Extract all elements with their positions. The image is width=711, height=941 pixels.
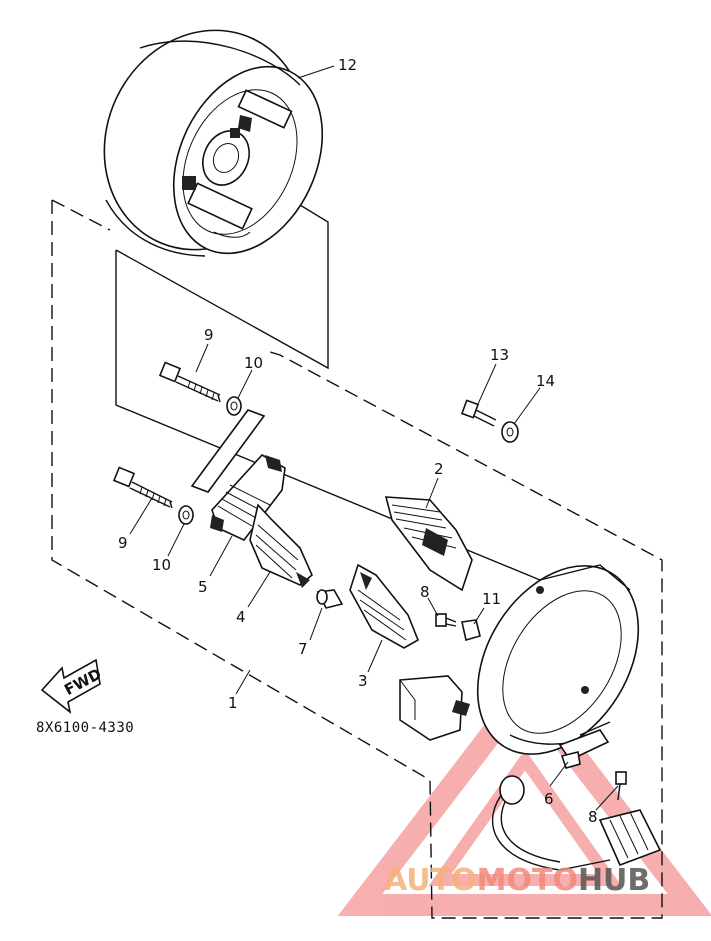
callout-5: 5 [198, 578, 208, 596]
callout-1: 1 [228, 694, 238, 712]
pulser-coil-part-5 [190, 409, 286, 541]
bolt-part-9-upper [158, 361, 221, 403]
callout-12: 12 [338, 56, 357, 74]
callout-9-lower: 9 [118, 534, 128, 552]
callout-10-lower: 10 [152, 556, 171, 574]
assembly-boundary [51, 200, 663, 919]
callout-10-upper: 10 [244, 354, 263, 372]
forward-arrow-icon: FWD [40, 658, 104, 714]
callout-11: 11 [482, 590, 501, 608]
group-bracket-12-side [115, 204, 329, 370]
callout-4: 4 [236, 608, 246, 626]
watermark-moto: MOTO [477, 863, 578, 898]
watermark-hub: HUB [578, 863, 650, 898]
callout-7: 7 [298, 640, 308, 658]
callout-8-lower: 8 [588, 808, 598, 826]
pickup-coil-part-4 [249, 503, 313, 588]
screw-part-8-upper [435, 613, 457, 627]
callout-13: 13 [490, 346, 509, 364]
screw-part-8-lower [615, 771, 627, 801]
watermark-auto: AUTO [384, 863, 477, 898]
callout-2: 2 [434, 460, 444, 478]
callout-9-upper: 9 [204, 326, 214, 344]
collar-part-7 [316, 589, 344, 609]
callout-3: 3 [358, 672, 368, 690]
svg-text:AUTOMOTOHUB: AUTOMOTOHUB [384, 863, 650, 898]
clamp-part-11 [461, 619, 481, 642]
assembly-boundary-top [51, 199, 111, 231]
leader-lines [129, 65, 619, 811]
callout-6: 6 [544, 790, 554, 808]
coil-part-3 [349, 563, 420, 649]
charging-coil-part-2 [384, 496, 473, 592]
drawing-code: 8X6100-4330 [36, 720, 134, 736]
callout-8-upper: 8 [420, 583, 430, 601]
stator-plate-part-1 [399, 564, 640, 755]
callout-14: 14 [536, 372, 555, 390]
bolt-part-9-lower [112, 466, 173, 509]
rotor-part-12 [103, 29, 324, 257]
washer-part-10-lower [178, 505, 194, 525]
watermark-logo: AUTOMOTOHUB [384, 863, 650, 898]
washer-part-14 [501, 421, 519, 443]
screw-part-13 [460, 399, 497, 427]
washer-part-10-upper [226, 396, 242, 416]
